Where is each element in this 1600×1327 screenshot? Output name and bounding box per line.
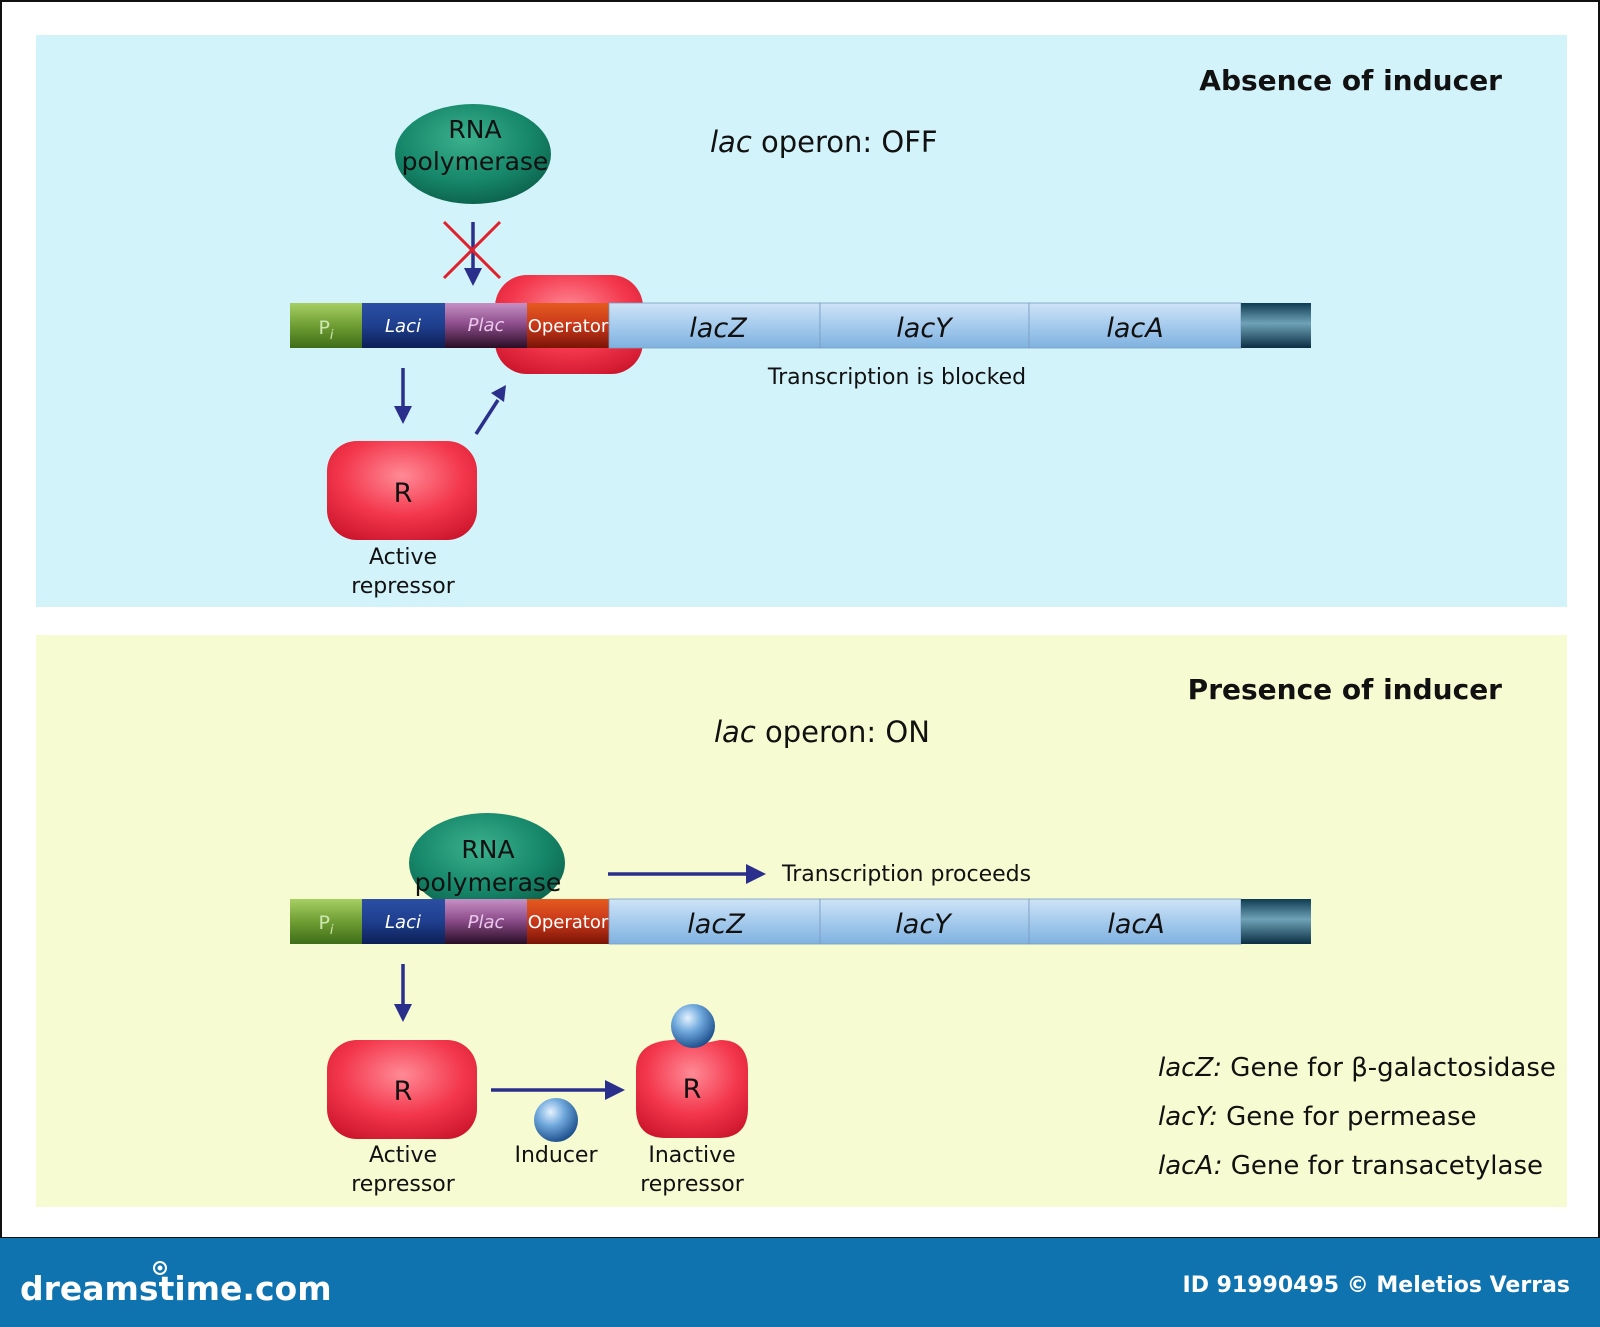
footer-bar <box>0 1238 1600 1327</box>
top-operon-status: lac operon: OFF <box>710 125 938 159</box>
footer-site: dreamstime.com <box>20 1269 332 1308</box>
top-rna-polymerase <box>395 104 551 204</box>
bottom-pi-label: Pi <box>318 912 333 938</box>
bottom-status-rest: operon: ON <box>756 715 930 749</box>
top-laca-label: lacA <box>1106 313 1163 344</box>
top-repressor-label-1: Active <box>369 545 437 570</box>
top-operon-bar: Pi Laci Plac Operator lacZ lacY lacA <box>290 302 1311 349</box>
top-laci-label: Laci <box>385 316 421 337</box>
bottom-status-italic: lac <box>714 715 756 749</box>
bottom-segment-plac <box>445 899 527 944</box>
top-panel-heading: Absence of inducer <box>1199 64 1502 97</box>
bottom-polymerase-label-1: RNA <box>461 835 514 864</box>
top-polymerase-label-2: polymerase <box>402 147 549 176</box>
top-segment-laci <box>362 303 445 348</box>
top-segment-lacy <box>819 302 1030 349</box>
top-pi-label: Pi <box>318 317 333 343</box>
bottom-segment-lacy <box>819 898 1030 945</box>
top-segment-lacz <box>608 302 821 349</box>
inactive-label-2: repressor <box>640 1172 745 1197</box>
bottom-expression-arrowhead <box>394 1004 412 1022</box>
bottom-rna-polymerase <box>409 813 565 913</box>
bottom-segment-operator <box>527 899 609 944</box>
bottom-operon-bar: Pi Laci Plac Operator lacZ lacY lacA <box>290 898 1311 945</box>
inactive-letter: R <box>683 1074 702 1105</box>
top-operator-label: Operator <box>528 316 609 337</box>
top-repressor-label-2: repressor <box>351 574 456 599</box>
top-blocked-arrowhead <box>464 268 482 286</box>
top-binding-arrow <box>474 399 500 435</box>
bottom-active-repressor <box>327 1040 477 1139</box>
dreamstime-logo-icon <box>153 1261 167 1275</box>
bottom-segment-laci <box>362 899 445 944</box>
top-caption: Transcription is blocked <box>767 365 1026 390</box>
bottom-polymerase-label-2: polymerase <box>415 868 562 897</box>
legend-item-lacz: lacZ: Gene for β-galactosidase <box>1158 1053 1556 1083</box>
bottom-operon-status: lac operon: ON <box>714 715 930 749</box>
inactive-repressor <box>636 1038 748 1138</box>
block-x-icon-stroke <box>442 220 502 280</box>
inducer-label: Inducer <box>514 1143 598 1168</box>
top-segment-operator <box>527 303 609 348</box>
transcription-arrowhead <box>746 864 766 884</box>
top-binding-arrowhead <box>491 385 506 402</box>
gene-legend: lacZ: Gene for β-galactosidase lacY: Gen… <box>1158 1053 1556 1181</box>
top-lacz-label: lacZ <box>689 313 747 344</box>
bottom-active-letter: R <box>394 1076 413 1107</box>
inducer-arrowhead <box>605 1080 625 1100</box>
top-polymerase-label-1: RNA <box>448 115 501 144</box>
bound-inducer-molecule <box>671 1004 715 1048</box>
top-status-rest: operon: OFF <box>752 125 938 159</box>
bottom-operator-label: Operator <box>528 912 609 933</box>
bottom-laca-label: lacA <box>1107 909 1164 940</box>
bottom-panel-heading: Presence of inducer <box>1188 673 1503 706</box>
top-segment-plac <box>445 303 527 348</box>
top-repressor-letter: R <box>394 478 413 509</box>
dreamstime-logo-icon-dot <box>157 1265 163 1271</box>
bottom-segment-end <box>1241 899 1311 944</box>
inactive-label-1: Inactive <box>648 1143 735 1168</box>
bottom-active-label-1: Active <box>369 1143 437 1168</box>
top-status-italic: lac <box>710 125 752 159</box>
legend-item-laca: lacA: Gene for transacetylase <box>1158 1151 1543 1181</box>
bottom-lacy-label: lacY <box>895 909 953 940</box>
top-lacy-label: lacY <box>896 313 954 344</box>
top-expression-arrowhead <box>394 406 412 424</box>
footer-credit: ID 91990495 © Meletios Verras <box>1183 1273 1570 1298</box>
top-segment-end <box>1241 303 1311 348</box>
top-segment-pi <box>290 303 362 348</box>
top-plac-label: Plac <box>468 315 505 336</box>
inducer-molecule <box>534 1098 578 1142</box>
top-active-repressor <box>327 441 477 540</box>
bottom-lacz-label: lacZ <box>687 909 745 940</box>
bottom-plac-label: Plac <box>468 912 505 933</box>
legend-item-lacy: lacY: Gene for permease <box>1158 1102 1477 1132</box>
bottom-segment-pi <box>290 899 362 944</box>
bottom-active-label-2: repressor <box>351 1172 456 1197</box>
bottom-caption: Transcription proceeds <box>781 862 1031 887</box>
bottom-laci-label: Laci <box>385 912 421 933</box>
